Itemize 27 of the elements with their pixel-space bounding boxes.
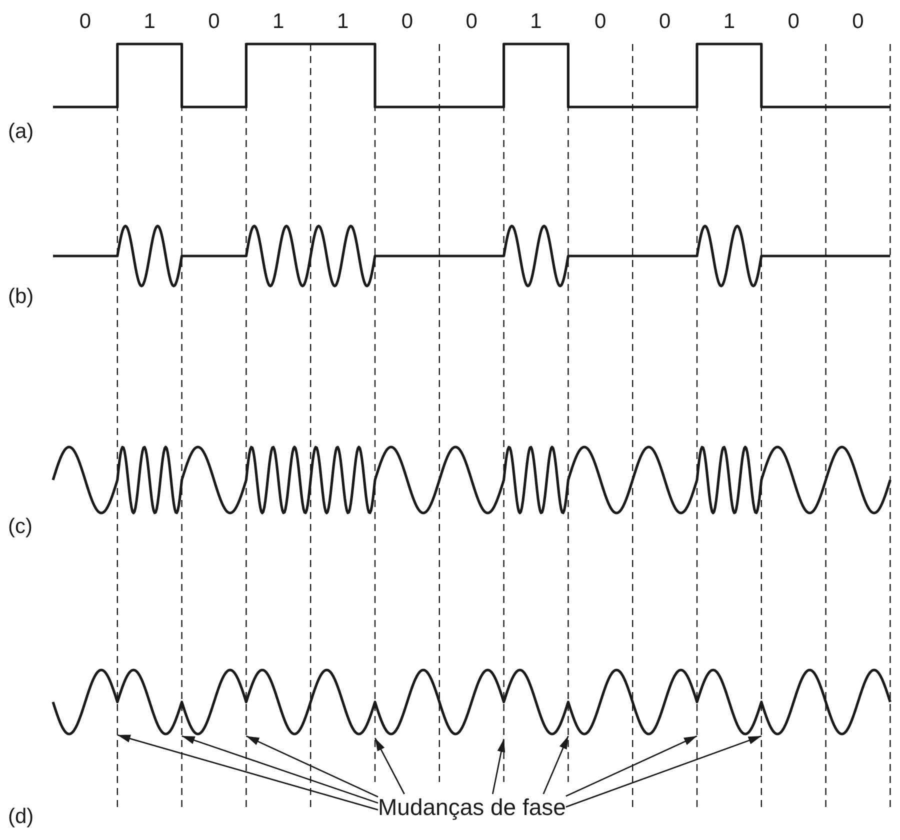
leader-arrow	[117, 733, 378, 811]
leader-arrow	[246, 735, 378, 798]
bit-value: 0	[788, 10, 800, 34]
panel-label: (d)	[8, 804, 34, 830]
bit-value: 0	[79, 10, 92, 34]
bit-value: 0	[401, 10, 414, 34]
panel-label: (a)	[8, 120, 34, 144]
leader-arrow	[182, 734, 378, 804]
leader-arrow	[492, 738, 506, 794]
bit-value: 1	[272, 10, 284, 34]
bit-value: 1	[144, 10, 156, 34]
bit-value: 0	[658, 10, 671, 34]
bit-value: 1	[530, 10, 542, 34]
bit-value: 1	[723, 10, 736, 34]
callout-label: Mudanças de fase	[378, 794, 566, 820]
bit-value: 0	[208, 10, 220, 34]
leader-arrow	[542, 736, 569, 794]
phase-modulated-wave	[52, 668, 892, 736]
panel-label: (c)	[8, 514, 32, 540]
leader-arrow	[566, 735, 698, 797]
bit-value: 1	[336, 10, 349, 34]
leader-arrow	[566, 734, 762, 808]
bit-value: 0	[466, 10, 478, 34]
bit-value: 0	[852, 10, 864, 34]
bit-value: 0	[594, 10, 606, 34]
panel-label: (b)	[8, 284, 34, 310]
leader-arrow	[374, 738, 405, 794]
